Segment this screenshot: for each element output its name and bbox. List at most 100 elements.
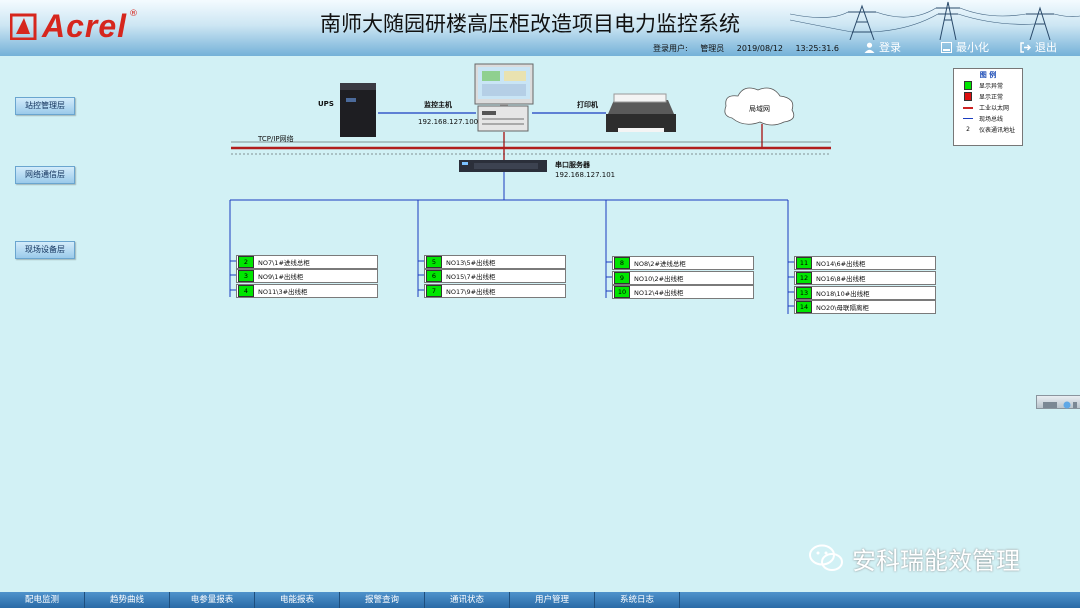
nav-electrical-params-report[interactable]: 电参量报表 [170,592,255,608]
minimize-button[interactable]: 最小化 [941,39,989,55]
lan-label: 局域网 [749,105,770,113]
cabinet-address: 6 [426,270,442,282]
header-bar: Acrel ® 南师大随园研楼高压柜改造项目电力监控系统 登录用户: 管理员 2… [0,0,1080,56]
login-date: 2019/08/12 [736,44,783,53]
tcp-ip-network-label: TCP/IP网络 [258,135,294,143]
wechat-icon [809,544,843,571]
cabinet-item[interactable]: 8 NO8\2#进线总柜 [612,256,754,270]
legend-row: 工业以太网 [954,102,1022,113]
cabinet-name: NO14\6#出线柜 [816,260,866,268]
login-user: 管理员 [700,44,725,53]
nav-alarm-query[interactable]: 报警查询 [340,592,425,608]
cabinet-name: NO20\母联隔离柜 [816,304,869,312]
cabinet-address: 2 [238,256,254,268]
minimize-button-label: 最小化 [956,41,989,54]
nav-communication-status[interactable]: 通讯状态 [425,592,510,608]
cabinet-item[interactable]: 2 NO7\1#进线总柜 [236,255,378,269]
legend-swatch-fieldbus [962,114,974,123]
app-title: 南师大随园研楼高压柜改造项目电力监控系统 [320,12,740,36]
power-pylon-decoration [790,1,1080,40]
exit-button-label: 退出 [1035,41,1057,54]
monitoring-host-ip: 192.168.127.100 [418,118,479,126]
serial-server-ip: 192.168.127.101 [555,171,616,179]
logo-registered-mark: ® [129,9,139,19]
nav-energy-report[interactable]: 电能报表 [255,592,340,608]
legend-row: 现场总线 [954,113,1022,124]
cabinet-item[interactable]: 12 NO16\8#出线柜 [794,271,936,285]
ups-device-icon [340,83,376,137]
serial-server-icon [459,160,547,172]
login-button-label: 登录 [879,41,901,54]
cabinet-address: 9 [614,272,630,284]
exit-button[interactable]: 退出 [1020,39,1057,55]
cabinet-name: NO18\10#出线柜 [816,290,870,298]
cabinet-address: 8 [614,257,630,269]
printer-label: 打印机 [577,101,598,109]
cabinet-item[interactable]: 11 NO14\6#出线柜 [794,256,936,270]
layer-field-device-button[interactable]: 现场设备层 [15,241,75,259]
cabinet-name: NO10\2#出线柜 [634,275,684,283]
legend-label: 现场总线 [979,116,1004,123]
ups-label: UPS [318,100,334,108]
cabinet-address: 12 [796,272,812,284]
cabinet-item[interactable]: 7 NO17\9#出线柜 [424,284,566,298]
cabinet-item[interactable]: 14 NO20\母联隔离柜 [794,300,936,314]
legend-row: 显示异常 [954,80,1022,91]
nav-system-log[interactable]: 系统日志 [595,592,680,608]
cabinet-item[interactable]: 3 NO9\1#出线柜 [236,269,378,283]
bottom-navigation: 配电监测 趋势曲线 电参量报表 电能报表 报警查询 通讯状态 用户管理 系统日志 [0,592,1080,608]
cabinet-item[interactable]: 5 NO13\5#出线柜 [424,255,566,269]
cabinet-address: 4 [238,285,254,297]
cabinet-item[interactable]: 4 NO11\3#出线柜 [236,284,378,298]
layer-network-communication-button[interactable]: 网络通信层 [15,166,75,184]
cabinet-address: 13 [796,287,812,299]
cabinet-address: 11 [796,257,812,269]
nav-user-management[interactable]: 用户管理 [510,592,595,608]
cabinet-name: NO12\4#出线柜 [634,289,684,297]
legend-row: 2 仪表通讯地址 [954,124,1022,135]
cabinet-item[interactable]: 10 NO12\4#出线柜 [612,285,754,299]
login-label: 登录用户: [653,44,688,53]
legend-label: 工业以太网 [979,105,1010,112]
watermark-text: 安科瑞能效管理 [852,546,1020,575]
cabinet-address: 5 [426,256,442,268]
cabinet-name: NO15\7#出线柜 [446,273,496,281]
legend-label: 显示正常 [979,94,1004,101]
legend-title: 图 例 [979,71,997,79]
monitoring-host-label: 监控主机 [424,101,452,109]
serial-server-label: 串口服务器 [555,161,590,169]
login-time: 13:25:31.6 [795,44,840,53]
cabinet-name: NO17\9#出线柜 [446,288,496,296]
cabinet-name: NO13\5#出线柜 [446,259,496,267]
keyboard-help-icon [1043,401,1077,409]
login-info: 登录用户: 管理员 2019/08/12 13:25:31.6 [653,43,849,54]
minimize-icon [941,41,952,53]
nav-trend-curve[interactable]: 趋势曲线 [85,592,170,608]
cabinet-name: NO8\2#进线总柜 [634,260,686,268]
printer-device-icon [606,93,676,132]
cabinet-name: NO7\1#进线总柜 [258,259,310,267]
nav-power-monitoring[interactable]: 配电监测 [0,592,85,608]
acrel-logo-icon [10,13,37,40]
cabinet-address: 10 [614,286,630,298]
monitoring-host-icon [474,63,534,132]
logo-text: Acrel [42,7,128,44]
legend-label: 显示异常 [979,83,1004,90]
legend-label: 仪表通讯地址 [979,127,1016,134]
acrel-logo: Acrel ® [10,8,138,44]
cabinet-item[interactable]: 9 NO10\2#出线柜 [612,271,754,285]
layer-station-management-button[interactable]: 站控管理层 [15,97,75,115]
legend-swatch-abnormal [962,81,974,90]
legend-swatch-address: 2 [966,126,970,133]
lan-cloud-icon [724,87,795,126]
cabinet-name: NO9\1#出线柜 [258,273,304,281]
user-icon [864,42,875,53]
cabinet-item[interactable]: 6 NO15\7#出线柜 [424,269,566,283]
cabinet-address: 3 [238,270,254,282]
cabinet-item[interactable]: 13 NO18\10#出线柜 [794,286,936,300]
side-toolbar-widget[interactable] [1036,395,1080,409]
cabinet-address: 14 [796,301,812,313]
login-button[interactable]: 登录 [864,39,901,55]
topology-lines [229,63,831,314]
cabinet-address: 7 [426,285,442,297]
